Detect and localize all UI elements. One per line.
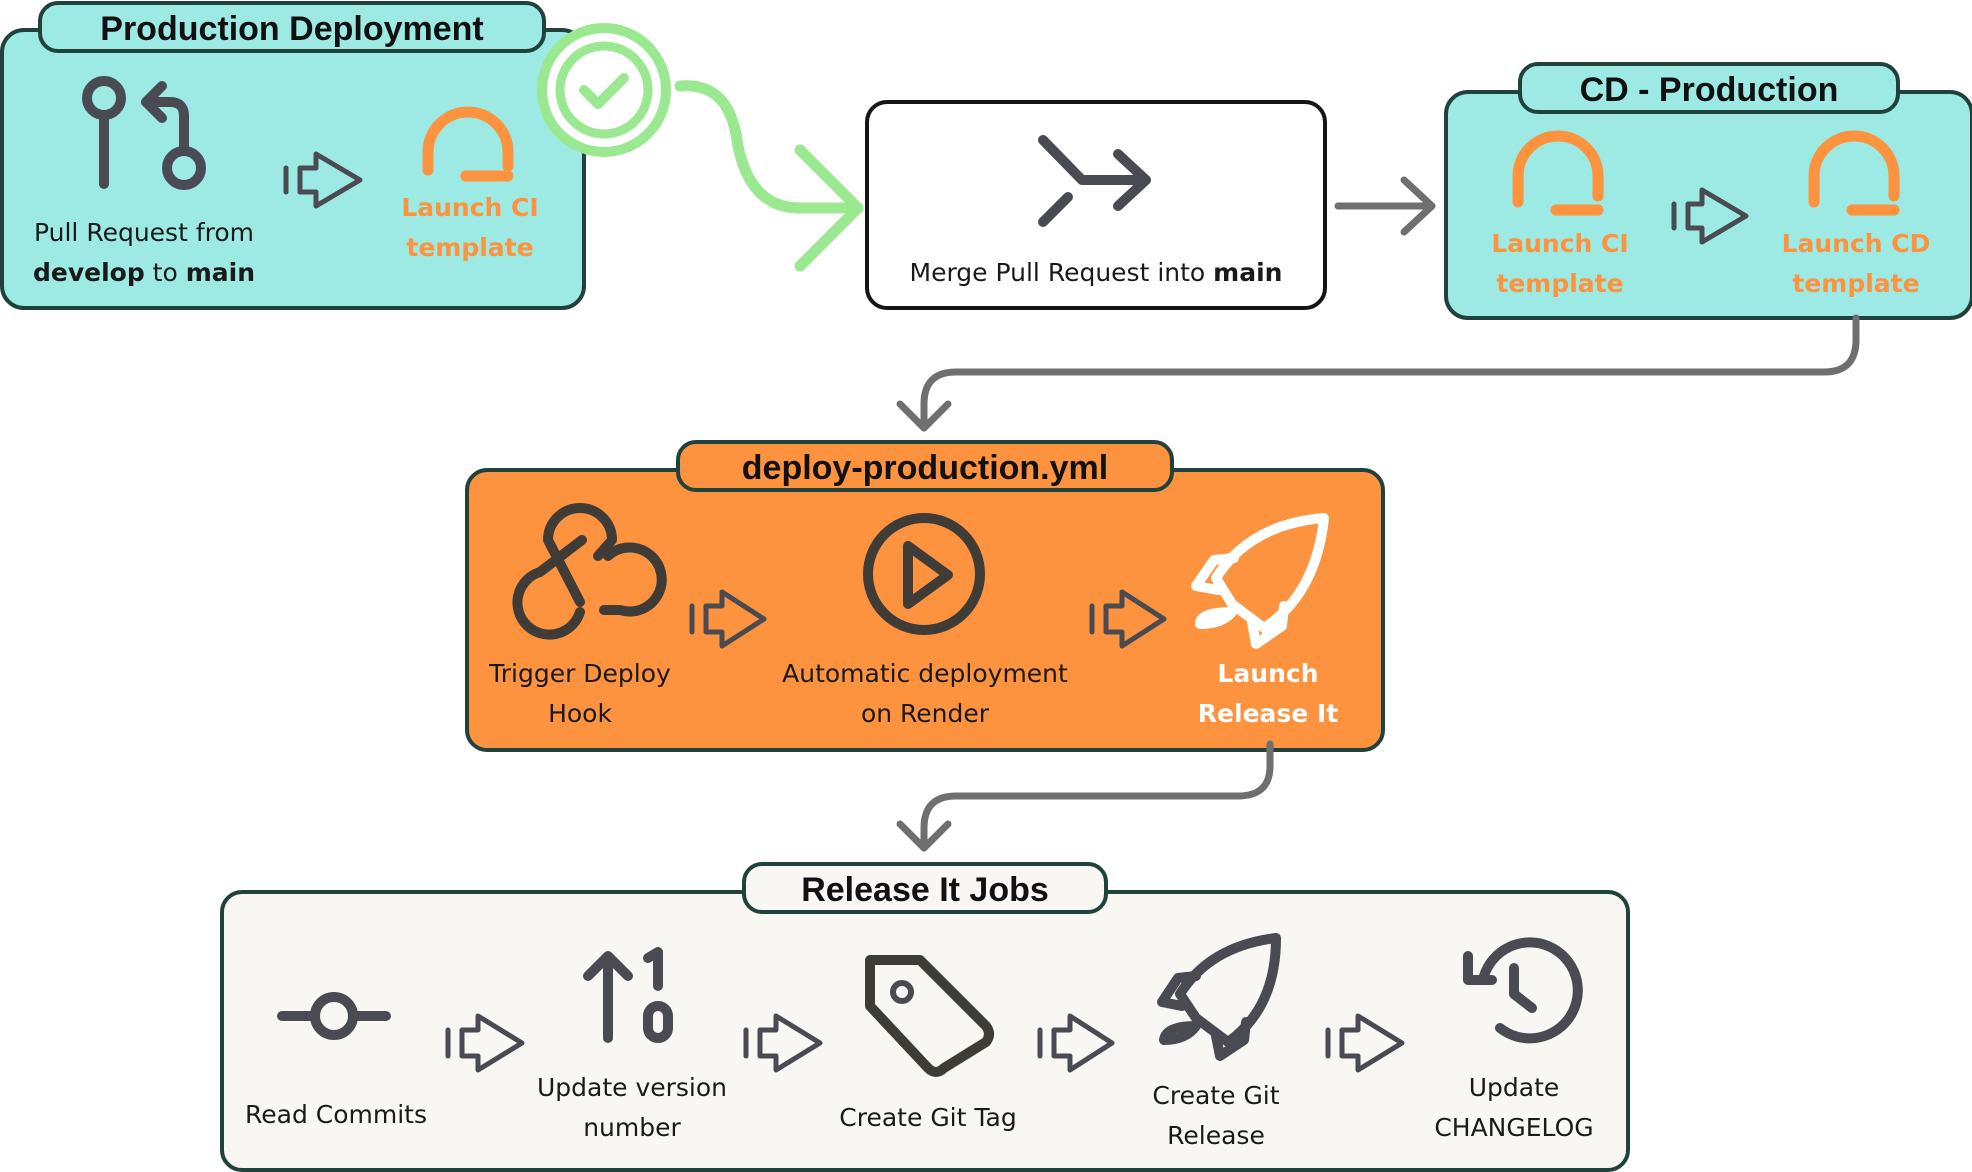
- launch-ci-label-line2: template: [406, 233, 533, 262]
- flow-arrow-to-release: [896, 740, 1274, 852]
- production-deployment-tab: [38, 1, 546, 53]
- flow-arrow-to-cd: [1334, 176, 1436, 236]
- success-flow-arrow: [674, 80, 864, 272]
- production-deployment-title: Production Deployment: [100, 10, 483, 48]
- merge-icon: [1038, 135, 1151, 227]
- tag-icon: [865, 955, 994, 1077]
- release-it-jobs-tab: [742, 862, 1108, 914]
- trigger-deploy-label-line2: Hook: [548, 699, 612, 728]
- step-arrow-icon: [1089, 589, 1167, 649]
- create-git-release-label-line2: Release: [1167, 1121, 1265, 1150]
- flow-arrow-to-deploy: [896, 314, 1860, 432]
- cd-launch-ci-label-line2: template: [1496, 269, 1623, 298]
- step-arrow-icon: [445, 1013, 525, 1073]
- merge-label: Merge Pull Request into main: [910, 258, 1283, 287]
- update-version-label-line2: number: [583, 1113, 681, 1142]
- circle-arrow-icon: [1808, 130, 1900, 216]
- pull-request-label-line1: Pull Request from: [34, 218, 254, 247]
- step-arrow-icon: [1325, 1013, 1405, 1073]
- rocket-icon: [1157, 933, 1281, 1061]
- cd-production-tab: [1518, 62, 1900, 114]
- cd-launch-ci-label-line1: Launch CI: [1491, 229, 1628, 258]
- cd-production-group: CD - Production Launch CI template Launc…: [1444, 62, 1972, 320]
- cd-launch-cd-label-line2: template: [1792, 269, 1919, 298]
- update-changelog-label-line1: Update: [1469, 1073, 1560, 1102]
- history-icon: [1463, 937, 1583, 1044]
- step-arrow-icon: [689, 589, 767, 649]
- release-it-jobs-title: Release It Jobs: [801, 871, 1049, 909]
- cd-launch-cd-label-line1: Launch CD: [1782, 229, 1931, 258]
- production-deployment-group: Production Deployment Pull Request from …: [0, 1, 586, 310]
- pull-request-label-line2: develop to main: [33, 258, 255, 287]
- launch-ci-label-line1: Launch CI: [401, 193, 538, 222]
- deploy-production-title: deploy-production.yml: [742, 449, 1108, 487]
- pull-request-target-branch: main: [186, 258, 255, 287]
- step-arrow-icon: [743, 1013, 823, 1073]
- step-arrow-icon: [1671, 187, 1749, 245]
- pull-request-to-word: to: [153, 258, 178, 287]
- step-arrow-icon: [1037, 1013, 1115, 1073]
- merge-label-prefix: Merge Pull Request into: [910, 258, 1206, 287]
- update-version-label-line1: Update version: [537, 1073, 727, 1102]
- rocket-icon: [1191, 513, 1329, 649]
- merge-target-branch: main: [1213, 258, 1282, 287]
- launch-release-it-label-line2: Release It: [1198, 699, 1338, 728]
- trigger-deploy-label-line1: Trigger Deploy: [488, 659, 671, 688]
- automatic-deployment-label-line2: on Render: [861, 699, 990, 728]
- check-circle-icon: [537, 23, 671, 157]
- merge-group: Merge Pull Request into main: [865, 100, 1327, 310]
- release-it-jobs-group: Release It Jobs Read Commits Update vers…: [220, 862, 1630, 1172]
- webhook-icon: [512, 503, 667, 640]
- deploy-production-group: deploy-production.yml Trigger Deploy Hoo…: [465, 440, 1385, 752]
- automatic-deployment-label-line1: Automatic deployment: [782, 659, 1068, 688]
- circle-arrow-icon: [1512, 130, 1604, 216]
- git-pull-request-icon: [82, 76, 206, 190]
- sort-numeric-icon: [583, 947, 673, 1043]
- commit-icon: [277, 992, 391, 1040]
- deploy-production-tab: [676, 440, 1174, 492]
- create-git-tag-label: Create Git Tag: [839, 1103, 1016, 1132]
- pull-request-source-branch: develop: [33, 258, 145, 287]
- step-arrow-icon: [283, 151, 363, 209]
- play-icon: [863, 513, 985, 635]
- launch-release-it-label-line1: Launch: [1217, 659, 1318, 688]
- circle-arrow-icon: [422, 106, 514, 182]
- merge-box: [865, 100, 1327, 310]
- create-git-release-label-line1: Create Git: [1152, 1081, 1279, 1110]
- update-changelog-label-line2: CHANGELOG: [1434, 1113, 1593, 1142]
- cd-production-title: CD - Production: [1580, 71, 1839, 109]
- read-commits-label: Read Commits: [245, 1100, 427, 1129]
